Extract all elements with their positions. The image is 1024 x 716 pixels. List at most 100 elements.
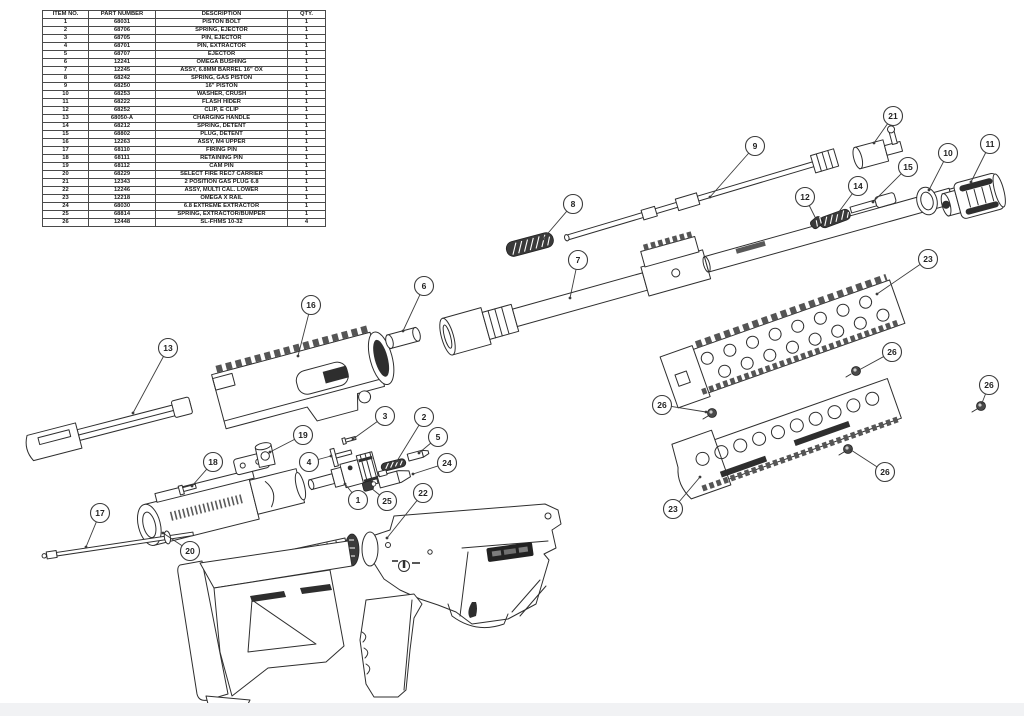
rail-upper: [659, 273, 906, 409]
svg-text:24: 24: [442, 458, 452, 468]
callout-15: 15: [871, 156, 919, 204]
callout-14: 14: [836, 175, 869, 215]
callout-10: 10: [927, 142, 959, 192]
detent-plug: [849, 192, 897, 214]
svg-text:15: 15: [903, 162, 913, 172]
svg-text:12: 12: [800, 192, 810, 202]
svg-text:23: 23: [668, 504, 678, 514]
callout-12: 12: [794, 186, 818, 221]
table-cell: 4: [287, 218, 326, 227]
callout-9: 9: [708, 135, 766, 199]
svg-text:14: 14: [853, 181, 863, 191]
callout-19: 19: [268, 424, 314, 454]
svg-text:25: 25: [382, 496, 392, 506]
callout-5: 5: [417, 426, 449, 455]
crush-washer: [916, 186, 938, 216]
callout-26: 26: [978, 374, 1000, 405]
gas-piston-spring: [505, 232, 554, 257]
charging-handle: [25, 396, 193, 462]
svg-text:23: 23: [923, 254, 933, 264]
callout-17: 17: [84, 502, 111, 549]
svg-text:26: 26: [657, 400, 667, 410]
callout-11: 11: [969, 133, 1001, 184]
callout-4: 4: [298, 451, 333, 473]
callout-8: 8: [541, 193, 584, 241]
rail-screw: [845, 366, 861, 378]
callout-26: 26: [849, 448, 896, 483]
svg-text:26: 26: [887, 347, 897, 357]
svg-text:4: 4: [307, 457, 312, 467]
svg-text:21: 21: [888, 111, 898, 121]
callout-23: 23: [875, 248, 939, 296]
ejector-pin: [341, 436, 357, 445]
callout-2: 2: [395, 406, 435, 463]
svg-text:11: 11: [986, 139, 995, 149]
svg-text:6: 6: [422, 281, 427, 291]
gas-plug: [852, 125, 904, 170]
callout-21: 21: [872, 105, 904, 145]
callout-13: 13: [131, 337, 179, 415]
svg-text:10: 10: [943, 148, 953, 158]
ejector: [406, 449, 430, 462]
callout-25: 25: [369, 486, 398, 512]
callout-1: 1: [343, 482, 369, 511]
bolt-carrier: [136, 451, 307, 546]
callout-16: 16: [296, 294, 322, 358]
flash-hider: [940, 172, 1006, 219]
svg-text:8: 8: [571, 199, 576, 209]
detent-spring: [818, 208, 851, 229]
svg-text:13: 13: [163, 343, 173, 353]
callout-18: 18: [190, 451, 224, 488]
extractor: [376, 469, 411, 489]
svg-text:26: 26: [880, 467, 890, 477]
svg-text:7: 7: [576, 255, 581, 265]
ejector-spring: [380, 458, 407, 472]
callout-7: 7: [567, 249, 589, 300]
rail-screw: [702, 408, 717, 420]
pistol-grip: [359, 593, 423, 698]
callout-26: 26: [651, 394, 708, 416]
callout-6: 6: [401, 275, 435, 333]
stock: [177, 540, 353, 709]
svg-text:16: 16: [306, 300, 316, 310]
svg-text:26: 26: [984, 380, 994, 390]
svg-text:9: 9: [753, 141, 758, 151]
cam-pin: [254, 442, 276, 468]
firing-pin: [41, 530, 194, 560]
callout-20: 20: [161, 531, 201, 562]
svg-text:22: 22: [418, 488, 428, 498]
lower-receiver-assembly: [177, 503, 562, 709]
svg-text:18: 18: [208, 457, 218, 467]
svg-text:17: 17: [95, 508, 105, 518]
rail-screw: [971, 401, 986, 413]
gas-piston-rod: [563, 148, 840, 242]
svg-text:19: 19: [298, 430, 308, 440]
rail-screw: [838, 444, 853, 456]
callout-22: 22: [385, 482, 434, 540]
rail-lower: [671, 378, 902, 500]
extractor-pin: [329, 447, 353, 468]
svg-text:5: 5: [436, 432, 441, 442]
svg-text:3: 3: [383, 411, 388, 421]
lower-receiver: [361, 503, 562, 629]
callout-24: 24: [411, 452, 458, 476]
page-edge: [0, 703, 1024, 716]
callouts-layer: 1234567891011121314151617181920212223232…: [84, 105, 1001, 562]
piston-bolt: [307, 451, 381, 491]
brand-badge: [486, 542, 534, 562]
callout-3: 3: [351, 405, 396, 441]
svg-text:20: 20: [185, 546, 195, 556]
callout-26: 26: [857, 341, 903, 372]
e-clip: [810, 216, 824, 230]
svg-text:2: 2: [422, 412, 427, 422]
callout-23: 23: [662, 475, 702, 520]
omega-bushing: [385, 326, 421, 350]
